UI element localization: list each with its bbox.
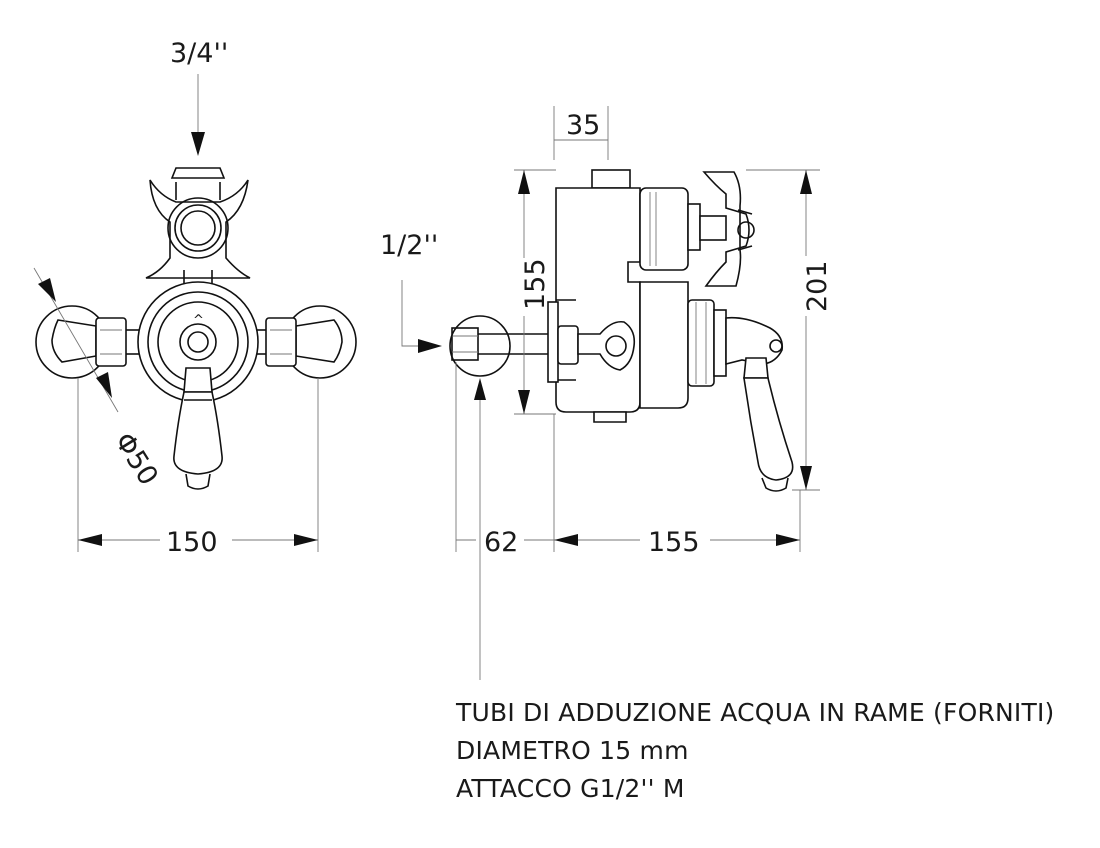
note-line-2: DIAMETRO 15 mm	[456, 736, 689, 765]
arrow-155v-top	[518, 170, 530, 194]
side-upper-handle	[699, 171, 755, 287]
side-upper-cartridge	[639, 187, 701, 271]
side-inner-connector	[557, 320, 636, 371]
dim-side-depth-top: 35	[566, 110, 600, 141]
indicator-mark: ^	[193, 313, 204, 328]
arrow-diameter-bottom	[96, 372, 112, 398]
front-left-outlet	[35, 305, 140, 379]
dim-front-top-connection: 3/4''	[170, 38, 228, 69]
dim-front-width: 150	[166, 527, 218, 558]
note-leader-arrow	[474, 378, 486, 400]
arrow-connection	[418, 339, 442, 353]
front-right-outlet	[252, 305, 357, 379]
front-top-handle	[145, 167, 251, 279]
front-lever-handle	[173, 367, 223, 490]
dim-side-body-height: 155	[520, 258, 551, 310]
arrow-width-right	[294, 534, 318, 546]
front-view: 3/4''	[33, 38, 357, 558]
arrow-diameter-top	[38, 278, 56, 302]
dim-side-body-depth: 155	[648, 527, 700, 558]
arrow-201-bottom	[800, 466, 812, 490]
side-view: 1/2'' 35	[380, 106, 833, 680]
dim-side-pipe-length: 62	[484, 527, 518, 558]
arrow-201-top	[800, 170, 812, 194]
side-lower-chamber	[639, 281, 727, 409]
note-line-3: ATTACCO G1/2'' M	[456, 774, 685, 803]
arrow-155h-left	[554, 534, 578, 546]
arrow-top	[191, 132, 205, 156]
dim-line-connection	[401, 280, 430, 347]
side-main-body	[547, 169, 641, 423]
note-line-1: TUBI DI ADDUZIONE ACQUA IN RAME (FORNITI…	[456, 698, 1055, 727]
side-pipe	[449, 315, 550, 377]
side-lever-handle	[725, 316, 794, 492]
arrow-155v-bottom	[518, 390, 530, 414]
dim-side-total-height: 201	[802, 260, 833, 312]
dim-front-diameter: Φ50	[108, 427, 164, 491]
dim-side-connection: 1/2''	[380, 230, 438, 261]
arrow-155h-right	[776, 534, 800, 546]
pipe-detail-circle	[449, 315, 511, 377]
pipe-note: TUBI DI ADDUZIONE ACQUA IN RAME (FORNITI…	[456, 694, 1054, 808]
arrow-width-left	[78, 534, 102, 546]
